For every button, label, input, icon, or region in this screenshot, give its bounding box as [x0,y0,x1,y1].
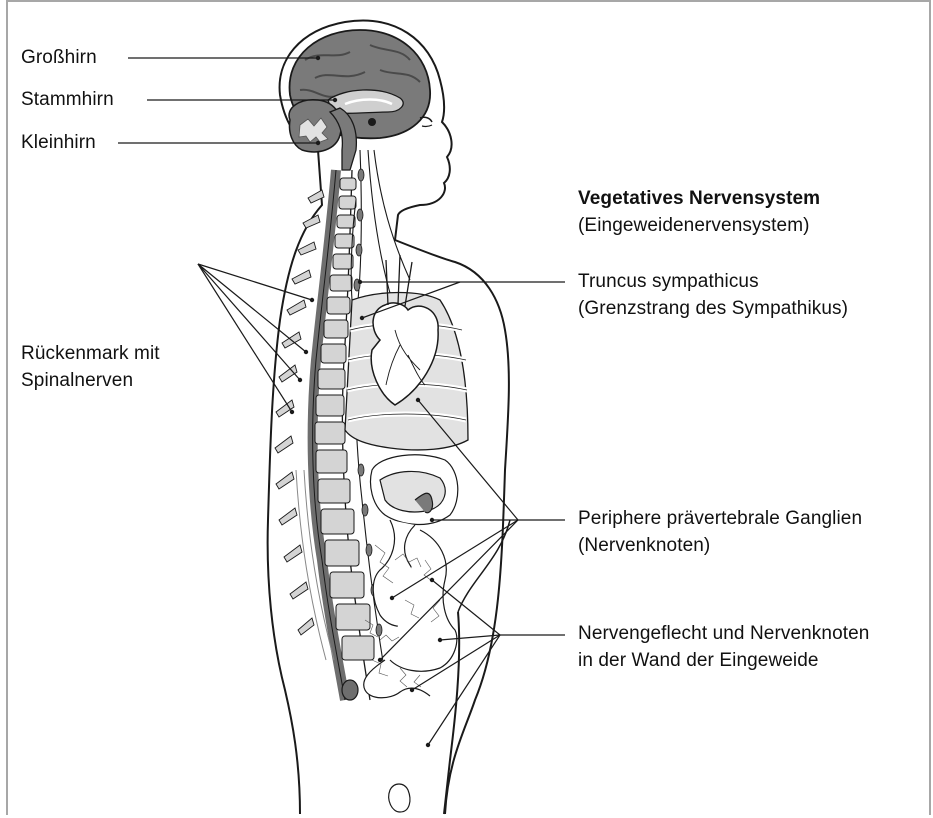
label-vegetatives-title: Vegetatives Nervensystem [578,187,820,211]
label-rueckenmark-line1: Rückenmark mit [21,342,160,366]
label-periphere-line1: Periphere prävertebrale Ganglien [578,507,862,531]
label-vegetatives-sub: (Eingeweidenervensystem) [578,214,810,238]
label-geflecht-line2: in der Wand der Eingeweide [578,649,819,673]
label-geflecht-line1: Nervengeflecht und Nervenknoten [578,622,869,646]
label-truncus-line1: Truncus sympathicus [578,270,759,294]
label-periphere-line2: (Nervenknoten) [578,534,710,558]
label-stammhirn: Stammhirn [21,88,114,112]
label-grosshirn: Großhirn [21,46,97,70]
label-rueckenmark-line2: Spinalnerven [21,369,133,393]
label-kleinhirn: Kleinhirn [21,131,96,155]
label-truncus-line2: (Grenzstrang des Sympathikus) [578,297,848,321]
